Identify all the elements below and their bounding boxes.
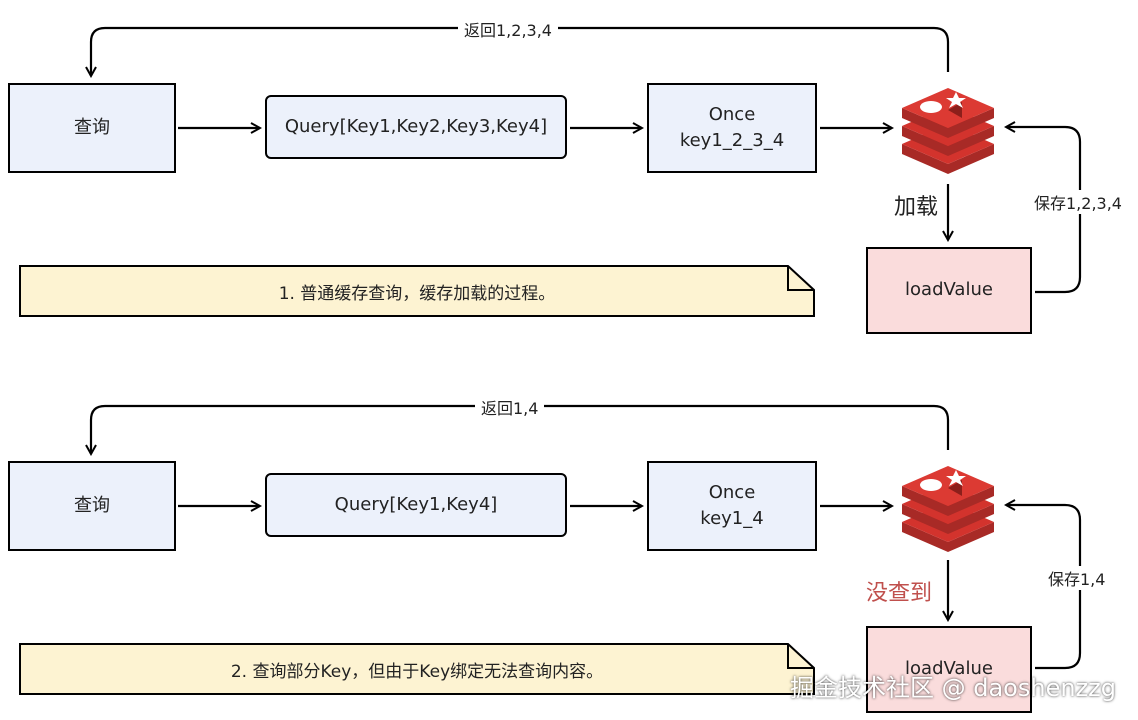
save-label-2: 保存1,4 — [1042, 566, 1112, 590]
note-text-2: 2. 查询部分Key，但由于Key绑定无法查询内容。 — [230, 661, 604, 682]
miss-label-2: 没查到 — [866, 581, 933, 606]
note-1: 1. 普通缓存查询，缓存加载的过程。 — [20, 266, 814, 316]
once-label-2: Once — [708, 481, 756, 503]
load-value-box-2: loadValue — [866, 626, 1032, 713]
watermark: 掘金技术社区 @ daoshenzzg — [789, 674, 1116, 702]
redis-logo-icon — [902, 466, 994, 552]
query-params-box-1: Query[Key1,Key2,Key3,Key4] — [265, 95, 567, 159]
once-key-2: key1_4 — [700, 508, 764, 529]
redis-logo-icon — [902, 88, 994, 174]
query-params-box-2: Query[Key1,Key4] — [265, 473, 567, 537]
return-label-2: 返回1,4 — [475, 395, 545, 419]
note-shape-2 — [19, 643, 815, 695]
note-text-1: 1. 普通缓存查询，缓存加载的过程。 — [278, 283, 556, 304]
note-shape-1 — [19, 265, 815, 317]
note-2: 2. 查询部分Key，但由于Key绑定无法查询内容。 — [20, 644, 814, 694]
save-label-1: 保存1,2,3,4 — [1028, 190, 1128, 214]
once-key-1: key1_2_3_4 — [679, 130, 785, 151]
once-label-1: Once — [708, 103, 756, 125]
query-box-2: 查询 — [8, 461, 176, 551]
query-box-1: 查询 — [8, 83, 176, 173]
return-label-1: 返回1,2,3,4 — [458, 17, 558, 41]
once-box-2: Once key1_4 — [647, 461, 817, 551]
load-label-1: 加载 — [894, 195, 939, 220]
once-box-1: Once key1_2_3_4 — [647, 83, 817, 173]
load-value-box-1: loadValue — [866, 247, 1032, 334]
